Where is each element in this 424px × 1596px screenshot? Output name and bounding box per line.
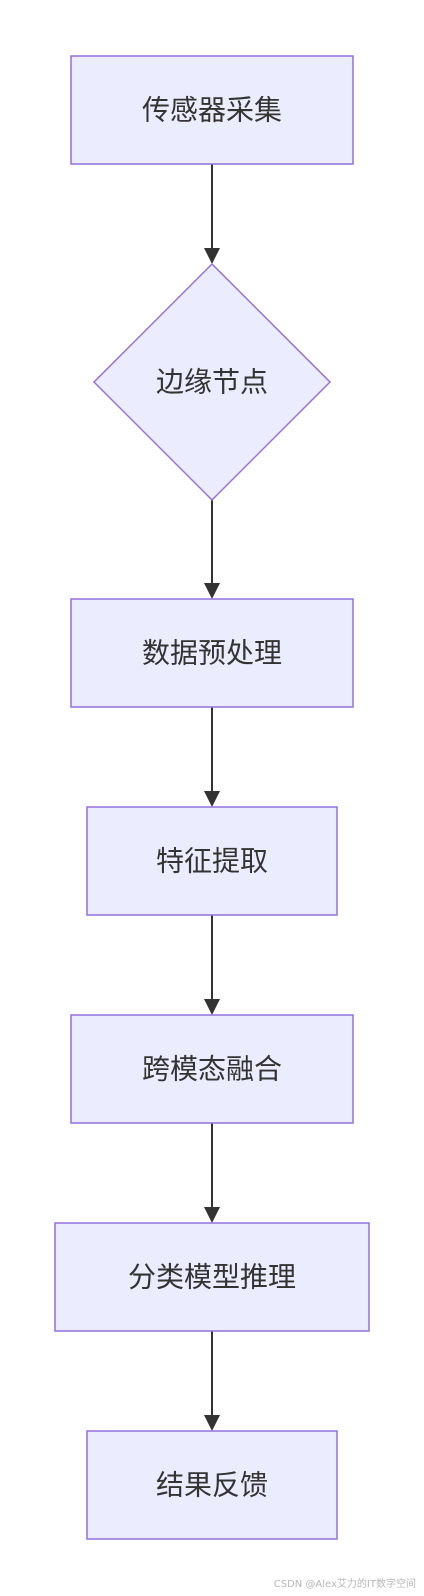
edge-arrow-3: [204, 707, 220, 807]
arrowhead-icon: [204, 1415, 220, 1431]
arrowhead-icon: [204, 248, 220, 264]
node-5: 跨模态融合: [70, 1014, 354, 1124]
watermark: CSDN @Alex艾力的IT数字空间: [273, 1579, 416, 1590]
edge-arrow-1: [204, 164, 220, 264]
node-2: 边缘节点: [92, 262, 332, 502]
node-label: 传感器采集: [142, 94, 282, 127]
node-4: 特征提取: [86, 806, 338, 916]
arrowhead-icon: [204, 583, 220, 599]
process-box: [70, 598, 354, 708]
node-label: 分类模型推理: [128, 1261, 296, 1294]
edge-arrow-2: [204, 500, 220, 599]
node-label: 特征提取: [156, 845, 268, 878]
process-box: [70, 55, 354, 165]
process-box: [70, 1014, 354, 1124]
process-box: [54, 1222, 370, 1332]
node-1: 传感器采集: [70, 55, 354, 165]
node-label: 边缘节点: [156, 366, 268, 399]
decision-diamond: [92, 262, 332, 502]
node-6: 分类模型推理: [54, 1222, 370, 1332]
arrowhead-icon: [204, 999, 220, 1015]
edges: [204, 164, 220, 1431]
node-label: 数据预处理: [142, 637, 282, 670]
edge-arrow-6: [204, 1331, 220, 1431]
node-7: 结果反馈: [86, 1430, 338, 1540]
node-3: 数据预处理: [70, 598, 354, 708]
arrowhead-icon: [204, 1207, 220, 1223]
process-box: [86, 1430, 338, 1540]
process-box: [86, 806, 338, 916]
edge-arrow-4: [204, 915, 220, 1015]
edge-arrow-5: [204, 1123, 220, 1223]
node-label: 结果反馈: [156, 1469, 268, 1502]
node-label: 跨模态融合: [142, 1053, 282, 1086]
arrowhead-icon: [204, 791, 220, 807]
